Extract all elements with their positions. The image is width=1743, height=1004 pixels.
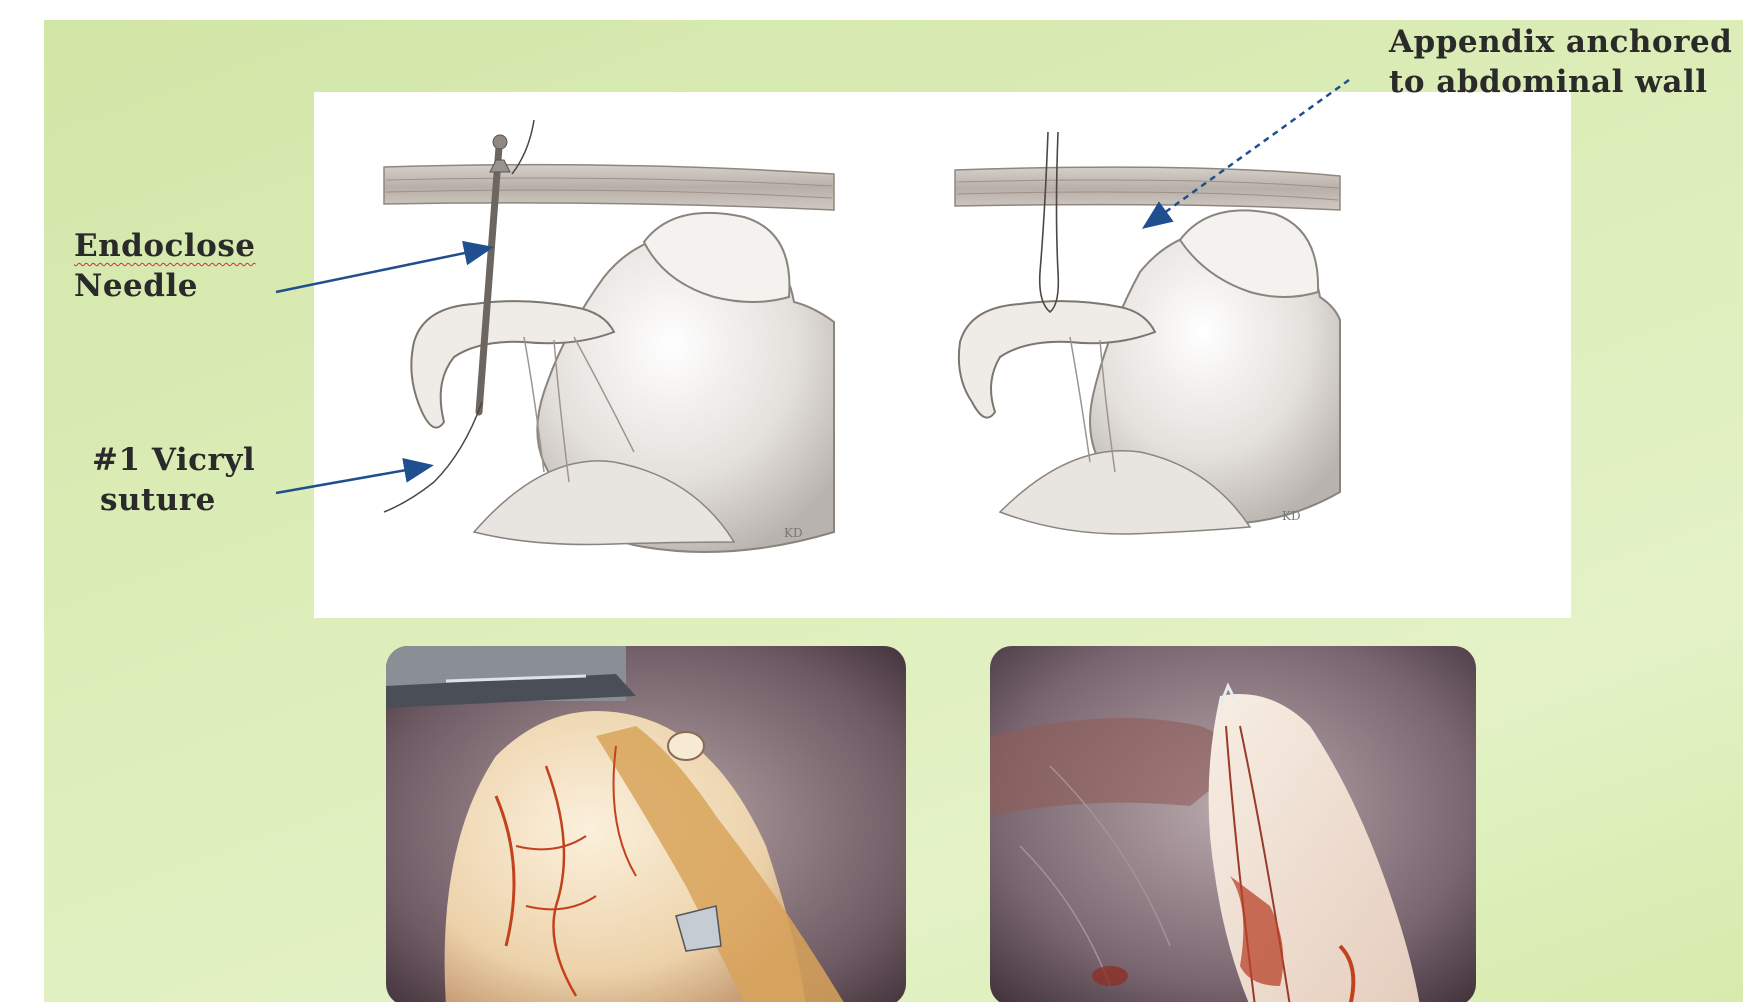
laparoscopic-photo-left [386,646,906,1002]
illustrator-signature-left: KD [784,526,803,540]
vicryl-suture-label: #1 Vicryl suture [92,440,255,520]
laparoscopic-photo-right [990,646,1476,1002]
left-drawing: KD [384,120,834,552]
right-drawing: KD [955,132,1340,534]
slide: KD KD Endoclose Needle #1 Vicr [44,20,1743,1002]
appendix-label-line2: to abdominal wall [1389,62,1732,102]
endoclose-label-line2: Needle [74,266,256,306]
illustrator-signature-right: KD [1282,509,1301,523]
endoclose-label-line1: Endoclose [74,226,256,266]
vicryl-label-line1: #1 Vicryl [92,440,255,480]
surgical-illustration: KD KD [314,92,1571,618]
appendix-anchored-label: Appendix anchored to abdominal wall [1389,22,1732,102]
vicryl-label-line2: suture [92,480,255,520]
endoclose-needle-label: Endoclose Needle [74,226,256,306]
illustration-panel: KD KD [314,92,1571,618]
appendix-label-line1: Appendix anchored [1389,22,1732,62]
